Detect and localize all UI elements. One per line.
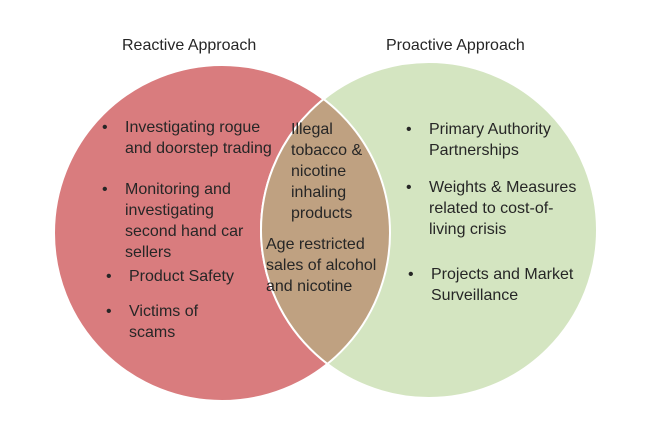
overlap-item-text: Illegal tobacco & nicotine inhaling prod… xyxy=(291,121,363,222)
list-item-text: Weights & Measures related to cost-of- l… xyxy=(429,179,577,238)
proactive-list-item: • Primary Authority Partnerships xyxy=(406,119,551,161)
proactive-approach-title: Proactive Approach xyxy=(386,37,525,54)
bullet-icon: • xyxy=(102,181,108,198)
reactive-list-item: • Monitoring and investigating second ha… xyxy=(102,179,243,263)
bullet-icon: • xyxy=(106,303,112,320)
reactive-list-item: • Investigating rogue and doorstep tradi… xyxy=(102,117,272,159)
bullet-icon: • xyxy=(406,121,412,138)
proactive-list-item: • Weights & Measures related to cost-of-… xyxy=(406,177,576,240)
overlap-edge-line xyxy=(261,64,391,398)
list-item-text: Primary Authority Partnerships xyxy=(429,121,551,159)
reactive-list-item: • Victims of scams xyxy=(106,301,198,343)
list-item-text: Investigating rogue and doorstep trading xyxy=(125,119,272,157)
overlap-item-text: Age restricted sales of alcohol and nico… xyxy=(266,236,377,295)
reactive-list-item: • Product Safety xyxy=(106,266,234,287)
bullet-icon: • xyxy=(106,268,112,285)
overlap-region xyxy=(260,65,390,399)
overlap-right-edge xyxy=(261,64,391,398)
overlap-lens xyxy=(260,65,390,399)
bullet-icon: • xyxy=(102,119,108,136)
reactive-approach-title: Reactive Approach xyxy=(122,37,257,54)
bullet-icon: • xyxy=(408,266,414,283)
list-item-text: Product Safety xyxy=(129,268,234,285)
bullet-icon: • xyxy=(406,179,412,196)
proactive-list-item: • Projects and Market Surveillance xyxy=(408,264,573,306)
list-item-text: Monitoring and investigating second hand… xyxy=(125,181,244,261)
list-item-text: Projects and Market Surveillance xyxy=(431,266,574,304)
list-item-text: Victims of scams xyxy=(129,303,199,341)
